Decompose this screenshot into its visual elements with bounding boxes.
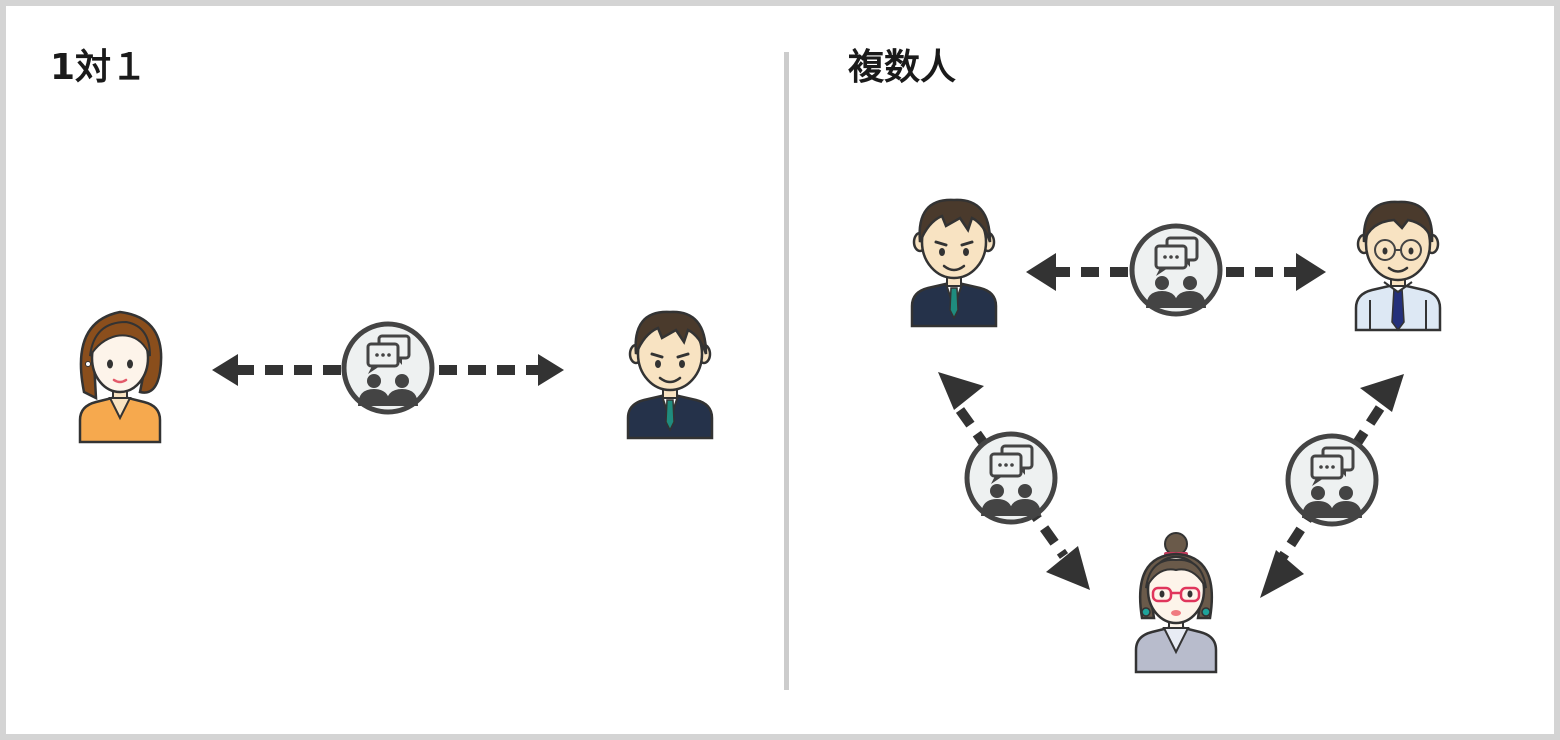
woman-orange-avatar — [78, 310, 163, 444]
group-chat-icon-top — [1132, 226, 1220, 314]
group-chat-icon-left — [967, 434, 1055, 522]
man-suit-avatar — [626, 310, 714, 440]
panel-title-one-to-one: 1対１ — [50, 47, 148, 88]
panel-title-group: 複数人 — [848, 47, 957, 88]
group-chat-icon — [344, 324, 432, 412]
man-shirt-glasses-avatar — [1354, 200, 1442, 332]
panel-divider — [784, 52, 789, 690]
group-chat-icon-right — [1288, 436, 1376, 524]
man-suit-avatar-group — [910, 198, 998, 328]
woman-gray-glasses-avatar — [1134, 531, 1218, 674]
